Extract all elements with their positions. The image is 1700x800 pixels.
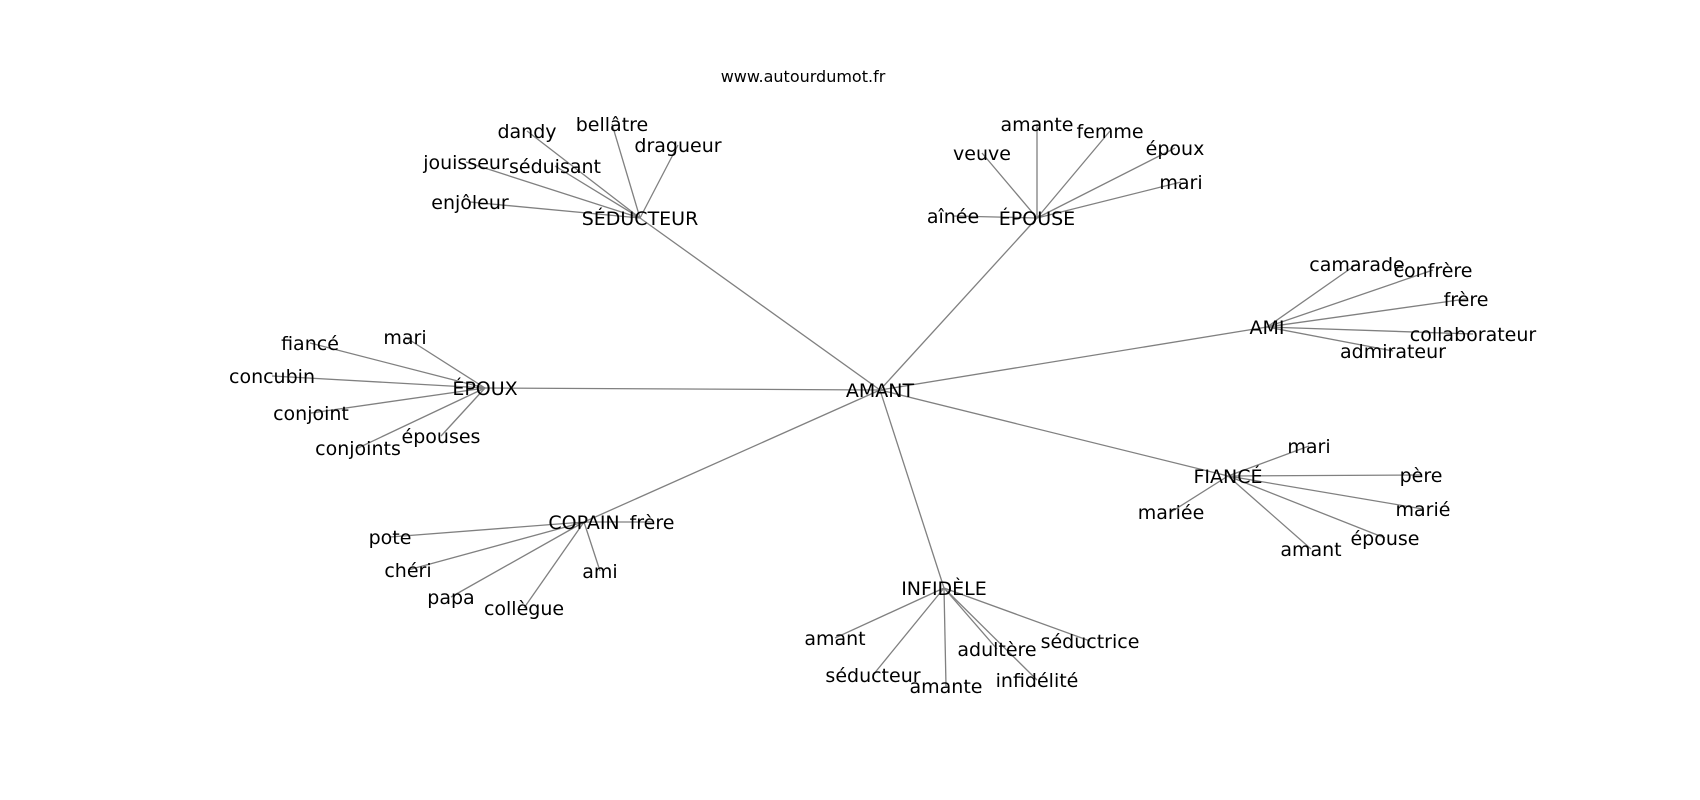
hub-node-ami[interactable]: AMI: [1250, 317, 1285, 339]
hub-node-seducteur[interactable]: SÉDUCTEUR: [582, 207, 699, 230]
leaf-node-fiance[interactable]: marié: [1396, 499, 1451, 521]
leaf-node-infidele[interactable]: séducteur: [825, 665, 920, 687]
hub-node-infidele[interactable]: INFIDÈLE: [901, 577, 987, 600]
edge-epoux-1: [404, 336, 486, 389]
watermark: www.autourdumot.fr: [721, 67, 886, 86]
edge-epoux-0: [309, 342, 486, 389]
leaf-node-ami[interactable]: collaborateur: [1410, 324, 1537, 346]
edge-infidele-5: [943, 587, 947, 687]
leaf-node-copain[interactable]: papa: [427, 587, 474, 609]
leaf-node-infidele[interactable]: séductrice: [1041, 631, 1140, 653]
leaf-node-infidele[interactable]: adultère: [957, 639, 1036, 661]
leaf-node-copain[interactable]: frère: [630, 512, 675, 534]
edge-epouse-3: [1036, 147, 1176, 219]
edge-ami-3: [1266, 326, 1474, 335]
leaf-node-epoux[interactable]: épouses: [402, 426, 481, 448]
edge-fiance-4: [1227, 475, 1386, 539]
leaf-node-fiance[interactable]: mari: [1287, 436, 1330, 458]
leaf-node-epoux[interactable]: conjoints: [315, 438, 401, 460]
edge-infidele-3: [872, 587, 945, 676]
leaf-node-epoux[interactable]: conjoint: [273, 403, 349, 425]
edge-center-seducteur: [639, 217, 881, 391]
leaf-node-ami[interactable]: confrère: [1394, 260, 1473, 282]
edge-copain-5: [523, 521, 585, 609]
leaf-node-copain[interactable]: ami: [582, 561, 617, 583]
edge-seducteur-5: [469, 201, 641, 219]
leaf-node-copain[interactable]: collègue: [484, 598, 564, 620]
leaf-node-infidele[interactable]: infidélité: [996, 670, 1079, 692]
leaf-node-epoux[interactable]: concubin: [229, 366, 315, 388]
leaf-node-epoux[interactable]: mari: [383, 327, 426, 349]
edge-seducteur-3: [465, 161, 641, 219]
edge-epoux-3: [310, 387, 486, 414]
leaf-node-epouse[interactable]: veuve: [953, 143, 1011, 165]
edge-center-epouse: [879, 217, 1038, 391]
leaf-node-epoux[interactable]: fiancé: [281, 333, 339, 355]
hub-node-epouse[interactable]: ÉPOUSE: [999, 207, 1075, 230]
leaf-node-epouse[interactable]: amante: [1001, 114, 1074, 136]
leaf-node-epouse[interactable]: époux: [1146, 138, 1205, 160]
edge-epoux-4: [440, 387, 486, 437]
edge-infidele-2: [943, 587, 998, 650]
leaf-node-epouse[interactable]: femme: [1076, 121, 1143, 143]
edge-copain-2: [407, 521, 585, 571]
edge-center-fiance: [879, 389, 1229, 477]
leaf-node-ami[interactable]: camarade: [1309, 254, 1404, 276]
edge-center-ami: [879, 326, 1268, 391]
hub-node-copain[interactable]: COPAIN: [548, 512, 619, 534]
edge-epoux-5: [357, 387, 486, 449]
leaf-node-epouse[interactable]: mari: [1159, 172, 1202, 194]
center-node[interactable]: AMANT: [846, 380, 915, 402]
leaf-node-infidele[interactable]: amant: [804, 628, 865, 650]
edge-infidele-0: [834, 587, 945, 639]
leaf-node-seducteur[interactable]: dandy: [497, 121, 556, 143]
edge-ami-1: [1266, 269, 1434, 328]
edge-seducteur-4: [554, 165, 641, 219]
edge-epouse-5: [952, 215, 1038, 219]
edge-copain-4: [450, 521, 585, 598]
leaf-node-seducteur[interactable]: bellâtre: [576, 114, 648, 136]
leaf-node-seducteur[interactable]: dragueur: [634, 135, 721, 157]
edge-copain-3: [583, 521, 601, 572]
edge-fiance-2: [1170, 475, 1229, 513]
leaf-node-copain[interactable]: chéri: [384, 560, 431, 582]
edge-seducteur-2: [639, 144, 679, 219]
leaf-node-epouse[interactable]: aînée: [927, 206, 979, 228]
edge-fiance-3: [1227, 475, 1424, 510]
leaf-node-ami[interactable]: frère: [1444, 289, 1489, 311]
edge-center-copain: [583, 389, 881, 523]
leaf-node-seducteur[interactable]: séduisant: [509, 156, 601, 178]
edge-epouse-2: [981, 152, 1038, 219]
edge-center-epoux: [484, 387, 881, 391]
edge-ami-0: [1266, 263, 1358, 328]
leaf-node-seducteur[interactable]: enjôleur: [431, 192, 509, 214]
edge-ami-2: [1266, 298, 1467, 328]
leaf-node-fiance[interactable]: mariée: [1138, 502, 1205, 524]
leaf-node-fiance[interactable]: amant: [1280, 539, 1341, 561]
leaf-node-ami[interactable]: admirateur: [1340, 341, 1446, 363]
leaf-node-infidele[interactable]: amante: [910, 676, 983, 698]
edge-copain-1: [389, 521, 585, 538]
hub-node-epoux[interactable]: ÉPOUX: [452, 377, 517, 400]
edges-layer: [271, 123, 1474, 687]
edge-epoux-2: [271, 375, 486, 389]
edge-fiance-0: [1227, 445, 1310, 477]
edge-fiance-5: [1227, 475, 1312, 550]
leaf-node-fiance[interactable]: père: [1400, 465, 1443, 487]
edge-seducteur-1: [611, 123, 641, 219]
edge-center-infidele: [879, 389, 945, 589]
edge-seducteur-0: [526, 130, 641, 219]
leaf-node-fiance[interactable]: épouse: [1350, 528, 1419, 550]
edge-ami-4: [1266, 326, 1394, 352]
edge-fiance-1: [1227, 474, 1422, 477]
leaf-node-seducteur[interactable]: jouisseur: [422, 152, 509, 174]
leaf-node-copain[interactable]: pote: [369, 527, 412, 549]
hub-node-fiance[interactable]: FIANCÉ: [1193, 465, 1262, 488]
edge-infidele-4: [943, 587, 1038, 681]
edge-epouse-4: [1036, 181, 1182, 219]
edge-infidele-1: [943, 587, 1091, 642]
edge-epouse-1: [1036, 130, 1111, 219]
